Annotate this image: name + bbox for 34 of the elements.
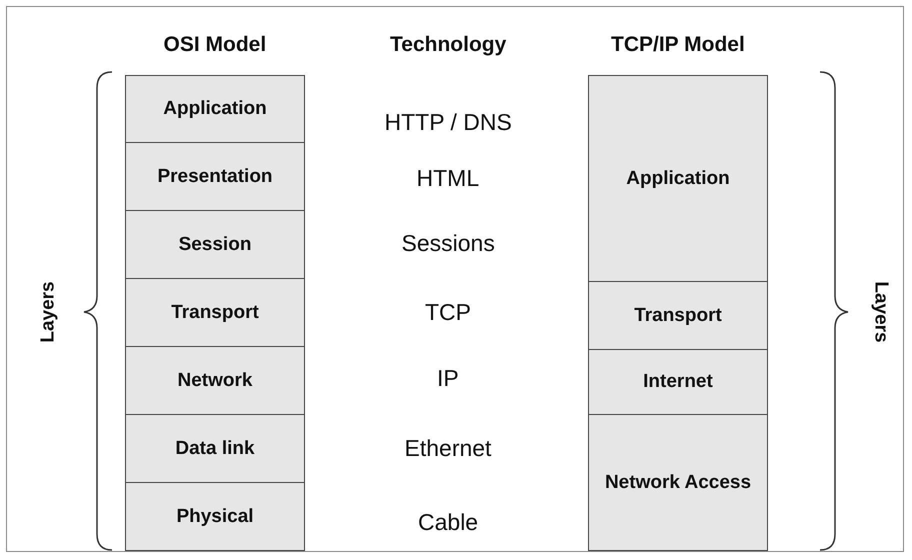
technology-label: HTTP / DNS: [384, 108, 512, 136]
technology-label: IP: [437, 364, 459, 392]
column-heading: OSI Model: [164, 33, 266, 57]
layer-name: Network Access: [604, 472, 752, 494]
layer-name: Application: [162, 98, 268, 120]
axis-label: Layers: [869, 281, 892, 343]
column-heading: TCP/IP Model: [611, 33, 745, 57]
layer-box: [588, 415, 768, 551]
technology-label: Cable: [418, 508, 478, 536]
layer-box: [588, 75, 768, 282]
layer-name: Internet: [642, 371, 714, 393]
technology-label: Ethernet: [404, 434, 492, 462]
technology-label: HTML: [416, 164, 480, 192]
layer-name: Application: [625, 168, 731, 190]
layer-box: [125, 483, 305, 551]
column-heading: Technology: [390, 33, 506, 57]
layer-box: [125, 347, 305, 415]
layer-name: Presentation: [156, 166, 274, 188]
layer-box: [125, 143, 305, 211]
layer-name: Transport: [633, 304, 723, 326]
layer-box: [125, 415, 305, 483]
layer-name: Transport: [170, 302, 260, 324]
layer-name: Network: [176, 370, 254, 392]
technology-label: TCP: [425, 298, 471, 326]
layer-box: [125, 75, 305, 143]
axis-label: Layers: [37, 281, 60, 343]
layer-name: Physical: [175, 506, 255, 528]
layer-box: [588, 282, 768, 350]
layer-box: [125, 211, 305, 279]
layer-name: Data link: [174, 438, 256, 460]
layer-name: Session: [178, 234, 252, 256]
layer-box: [588, 350, 768, 415]
layer-box: [125, 279, 305, 347]
technology-label: Sessions: [402, 230, 495, 256]
